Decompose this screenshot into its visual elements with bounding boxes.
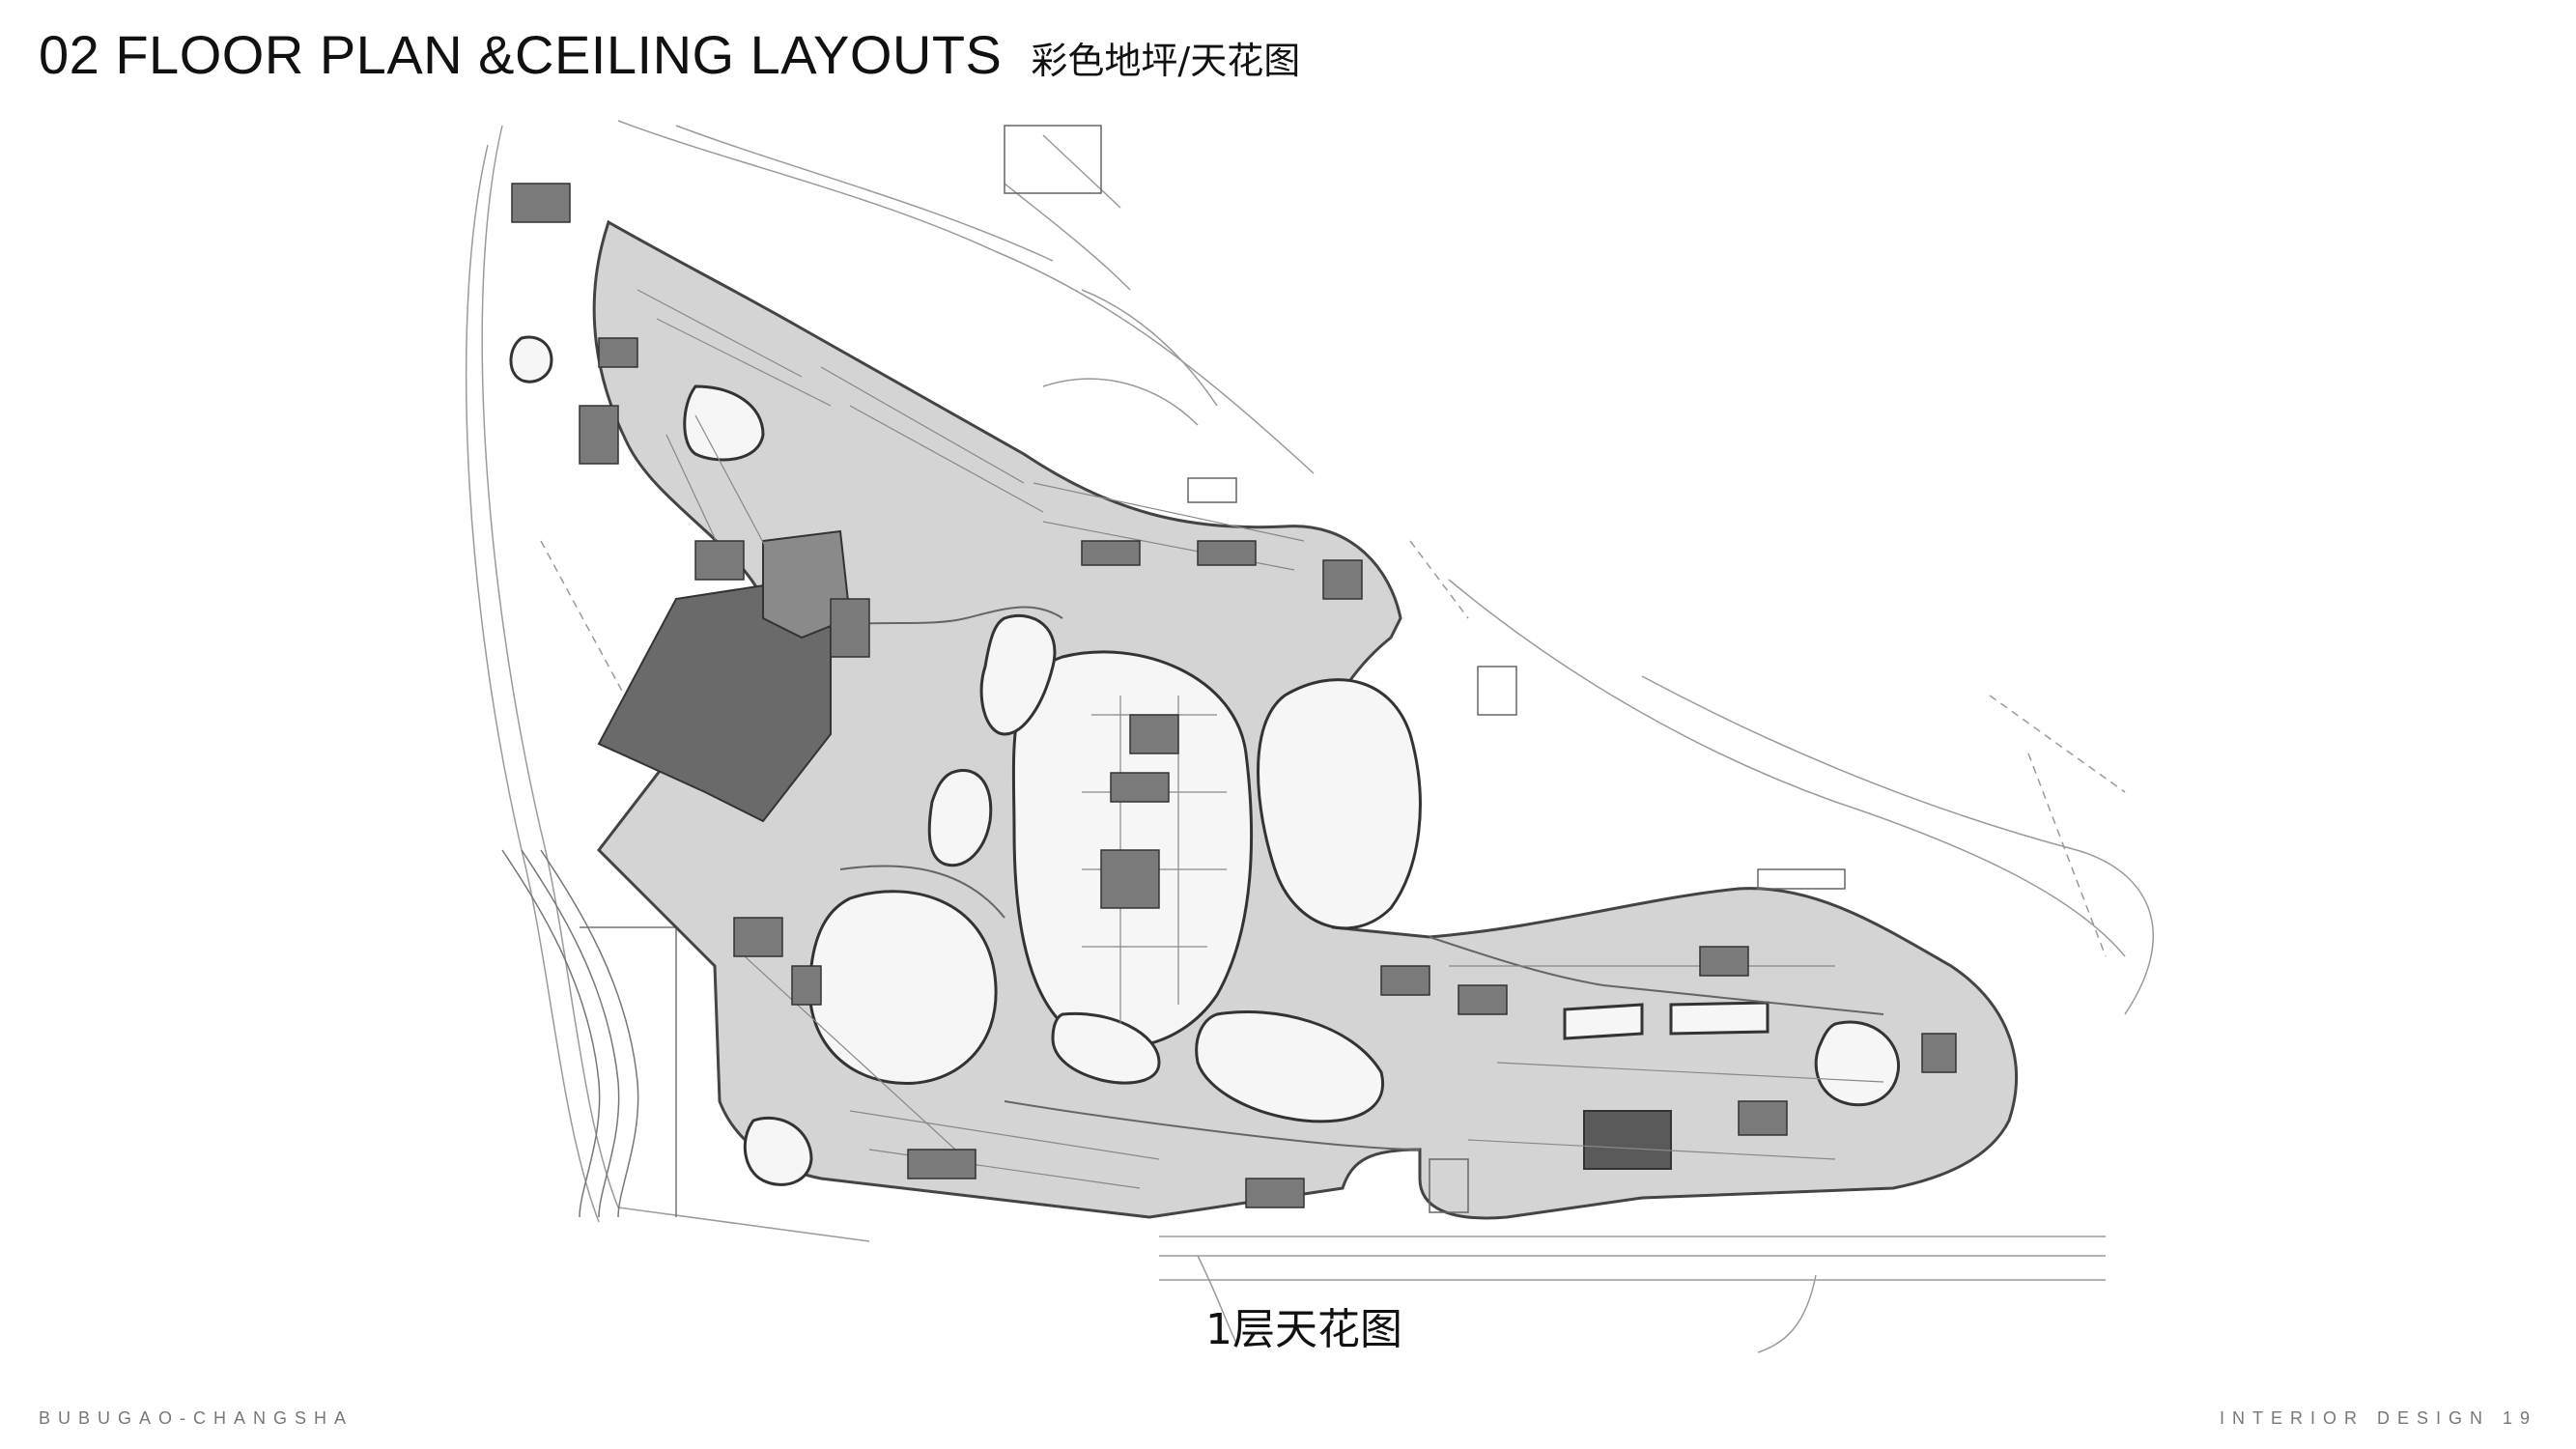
core-block <box>694 540 745 581</box>
atrium-east-circle <box>1814 1020 1901 1107</box>
site-curb-2 <box>1004 183 1131 291</box>
page-title: 02 FLOOR PLAN &CEILING LAYOUTS <box>39 24 1003 85</box>
core-block <box>1245 1178 1305 1208</box>
void-east-2 <box>1669 1001 1769 1036</box>
site-curb-1 <box>1042 134 1121 209</box>
core-block <box>579 405 619 465</box>
core-block <box>1921 1033 1957 1073</box>
core-block <box>1110 772 1170 803</box>
core-block <box>1322 559 1363 600</box>
site-road-right-top <box>1448 579 2126 957</box>
core-block <box>1380 965 1430 996</box>
exterior-ramp <box>501 849 677 1218</box>
core-block <box>511 183 571 223</box>
site-road-top <box>617 120 1315 474</box>
detached-block <box>1429 1158 1469 1213</box>
void-lower-2 <box>1051 1011 1161 1085</box>
page-subtitle: 彩色地坪/天花图 <box>1031 40 1301 82</box>
plan-caption: 1层天花图 <box>1205 1305 1402 1354</box>
void-small-2 <box>927 769 993 867</box>
atrium-left-round <box>807 890 998 1085</box>
void-north-left <box>683 384 765 462</box>
core-block <box>1129 714 1179 754</box>
void-southwest <box>743 1116 813 1186</box>
site-road-left <box>465 144 600 1223</box>
detached-structures <box>1004 125 1846 1213</box>
site-road-top-2 <box>675 125 1054 262</box>
void-west-blob <box>509 335 553 384</box>
core-block <box>907 1149 977 1179</box>
site-curve-bottom-right <box>1757 1274 1817 1353</box>
site-dash-1 <box>1989 695 2126 793</box>
core-block <box>1100 849 1160 909</box>
core-block <box>733 917 783 957</box>
core-block <box>1197 540 1257 566</box>
void-lower-1 <box>1195 1010 1384 1123</box>
site-curb-3 <box>1042 378 1199 426</box>
dark-zone-east <box>1583 1110 1672 1170</box>
core-block <box>830 598 870 658</box>
site-dash-4 <box>1409 540 1469 619</box>
core-block <box>1738 1100 1788 1136</box>
site-context-lines <box>465 120 2154 1353</box>
site-dash-2 <box>2027 753 2107 957</box>
void-small-1 <box>979 613 1057 736</box>
page-header: 02 FLOOR PLAN &CEILING LAYOUTS 彩色地坪/天花图 <box>39 23 1300 86</box>
core-block <box>1699 946 1749 977</box>
core-block <box>1458 984 1508 1015</box>
detached-block <box>1187 477 1237 503</box>
core-block <box>791 965 822 1006</box>
site-curb-4 <box>1081 289 1218 407</box>
detached-block <box>1004 125 1102 194</box>
detached-block <box>1477 666 1517 716</box>
dark-zone-west-upper <box>762 529 852 639</box>
site-boundary-left <box>481 125 870 1242</box>
site-curve-bottom-left <box>1197 1255 1237 1344</box>
detached-block <box>1757 868 1846 890</box>
core-block <box>1081 540 1141 566</box>
footer-page-label: INTERIOR DESIGN 19 <box>2219 1408 2537 1428</box>
core-block <box>598 337 638 368</box>
core-blocks <box>511 183 1957 1208</box>
site-road-right <box>1641 675 2154 1015</box>
footer-project-name: BUBUGAO-CHANGSHA <box>39 1408 354 1428</box>
atrium-right-circle <box>1257 678 1422 930</box>
void-east-1 <box>1563 1003 1644 1040</box>
